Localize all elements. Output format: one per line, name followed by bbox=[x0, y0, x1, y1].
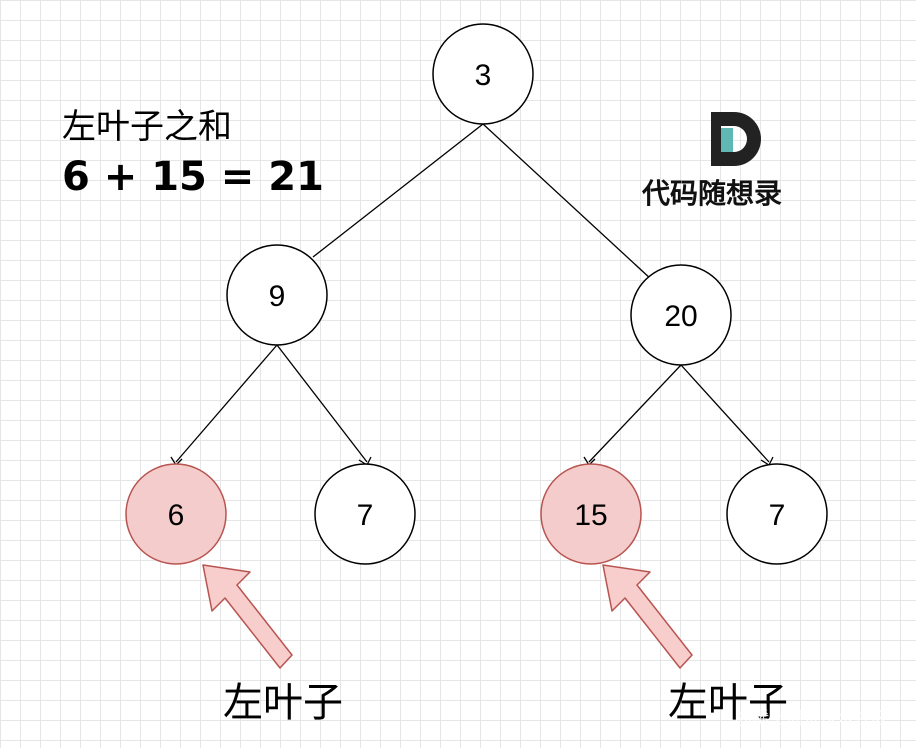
tree-node-right: 20 bbox=[630, 264, 732, 366]
node-value: 15 bbox=[574, 499, 607, 532]
pointer-arrow-icon bbox=[202, 564, 293, 669]
node-value: 7 bbox=[357, 499, 374, 532]
edge-left-leftleft bbox=[175, 344, 278, 463]
edge-right-rightright bbox=[680, 364, 770, 463]
edge-right-rightleft bbox=[588, 364, 682, 463]
node-value: 7 bbox=[769, 499, 786, 532]
tree-node-left-left-highlighted: 6 bbox=[125, 463, 227, 565]
diagram-formula: 6 + 15 = 21 bbox=[62, 154, 324, 200]
node-value: 3 bbox=[475, 59, 492, 92]
tree-node-right-right: 7 bbox=[726, 463, 828, 565]
tree-node-right-left-highlighted: 15 bbox=[540, 463, 642, 565]
watermark-text: @稀土掘金技术社区 bbox=[735, 709, 888, 729]
pointer-arrow-icon bbox=[602, 564, 693, 669]
d-logo-icon bbox=[711, 112, 761, 166]
tree-edges bbox=[170, 123, 774, 467]
edge-left-leftright bbox=[276, 344, 368, 463]
edge-root-right bbox=[482, 123, 653, 281]
tree-node-left: 9 bbox=[226, 244, 328, 346]
tree-node-root: 3 bbox=[432, 23, 534, 125]
node-value: 9 bbox=[269, 280, 286, 313]
node-value: 20 bbox=[664, 300, 697, 333]
diagram-title: 左叶子之和 bbox=[62, 107, 232, 147]
left-leaf-label: 左叶子 bbox=[668, 680, 788, 726]
edge-root-left bbox=[312, 123, 484, 258]
node-value: 6 bbox=[168, 499, 185, 532]
left-leaf-label: 左叶子 bbox=[223, 680, 343, 726]
tree-node-left-right: 7 bbox=[314, 463, 416, 565]
brand-name: 代码随想录 bbox=[641, 177, 782, 210]
